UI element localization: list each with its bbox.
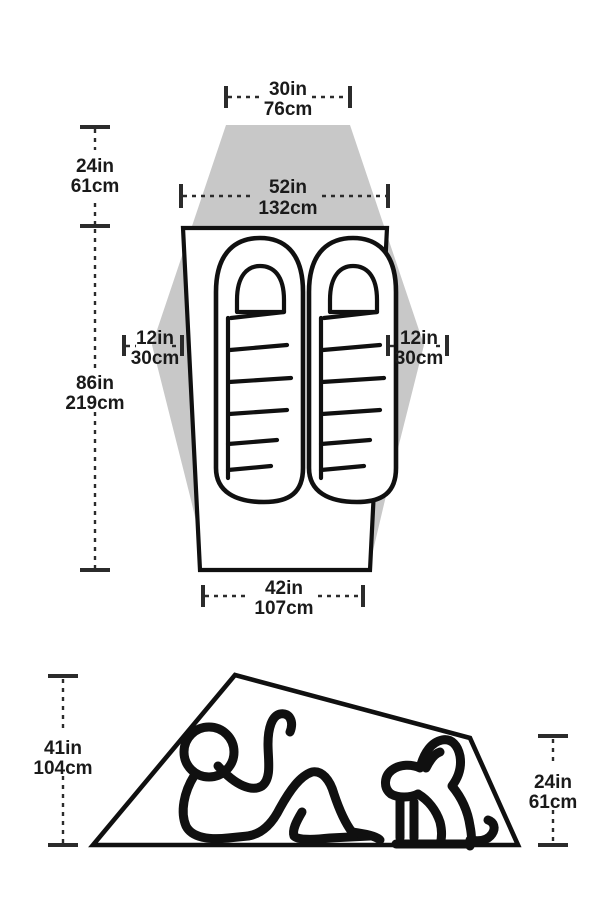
dimension-label-imperial: 86in <box>76 373 114 394</box>
dimension-label-metric: 132cm <box>258 198 317 219</box>
dimension-label-imperial: 24in <box>76 156 114 177</box>
dog-head-body <box>381 735 476 851</box>
dimension-label-metric: 61cm <box>529 792 578 813</box>
dog-figure <box>381 735 499 851</box>
dimension-floor-length: 86in 219cm <box>65 224 125 572</box>
person-torso <box>178 771 253 844</box>
tent-profile <box>88 672 522 848</box>
person-lower-leg <box>289 807 375 844</box>
dimension-label-imperial: 41in <box>44 738 82 759</box>
dimension-label-metric: 76cm <box>264 99 313 120</box>
dog-front-legs <box>395 795 419 843</box>
dimension-label-imperial: 12in <box>136 328 174 349</box>
dimension-vestibule-right: 12in 30cm <box>386 328 449 369</box>
dog-ear <box>421 747 445 773</box>
person-arm <box>213 709 297 793</box>
dimension-foot-height: 24in 61cm <box>529 734 578 847</box>
floor-plan-view: 30in 76cm 52in 132cm 24in 61cm 8 <box>65 79 449 619</box>
dimension-label-imperial: 24in <box>534 772 572 793</box>
dimension-label-metric: 61cm <box>71 176 120 197</box>
dimension-label-metric: 107cm <box>254 598 313 619</box>
dimension-vestibule-depth: 24in 61cm <box>71 125 120 228</box>
person-figure <box>178 709 385 845</box>
dimension-label-metric: 30cm <box>131 348 180 369</box>
person-hip-leg <box>243 767 357 841</box>
sleeping-bag-left <box>213 235 306 505</box>
dimension-vestibule-left: 12in 30cm <box>122 328 184 369</box>
dimension-label-imperial: 42in <box>265 578 303 599</box>
side-profile-view: 41in 104cm 24in 61cm <box>33 672 578 851</box>
dimension-label-metric: 219cm <box>65 393 124 414</box>
dimension-label-metric: 30cm <box>395 348 444 369</box>
dog-tail <box>465 815 499 846</box>
dog-chest <box>413 789 446 849</box>
dimension-label-metric: 104cm <box>33 758 92 779</box>
dimension-fly-width-mid: 52in 132cm <box>179 177 390 219</box>
dimension-fly-width-top: 30in 76cm <box>224 79 352 120</box>
sleeping-bag-right <box>306 235 399 505</box>
dimension-label-imperial: 52in <box>269 177 307 198</box>
dimension-peak-height: 41in 104cm <box>33 674 93 847</box>
dimension-label-imperial: 30in <box>269 79 307 100</box>
dimension-label-imperial: 12in <box>400 328 438 349</box>
dimension-floor-width-foot: 42in 107cm <box>201 578 365 619</box>
person-foot <box>347 827 385 845</box>
